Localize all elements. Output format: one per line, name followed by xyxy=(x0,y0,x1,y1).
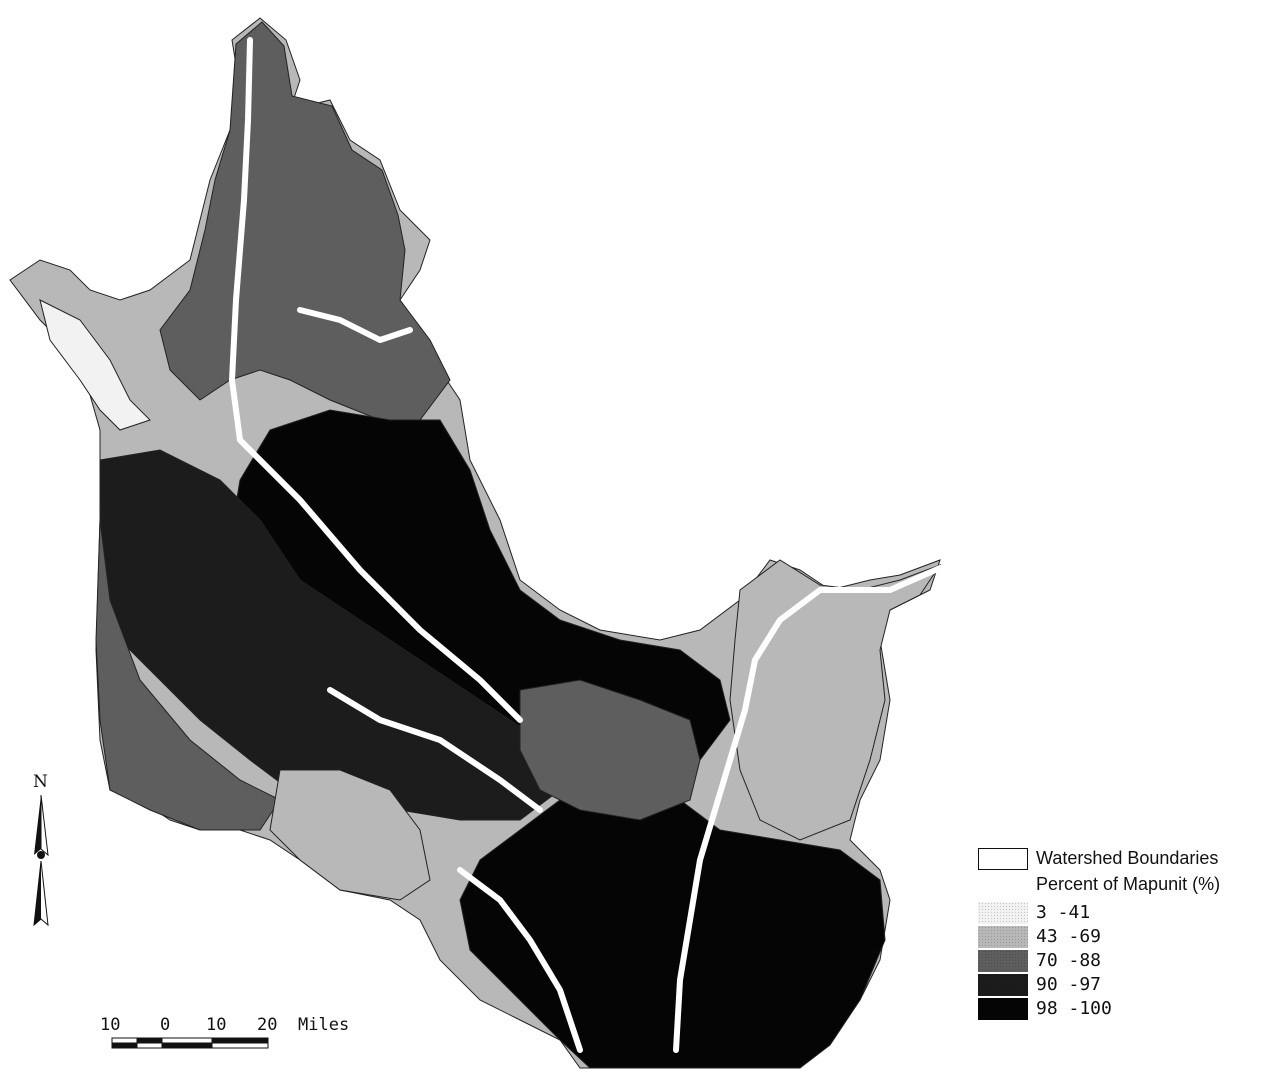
scale-bar xyxy=(111,1037,269,1049)
boundary-swatch xyxy=(978,848,1028,870)
legend-swatch xyxy=(978,950,1028,972)
legend-title: Percent of Mapunit (%) xyxy=(1036,874,1221,894)
river-branch-3 xyxy=(297,307,413,343)
legend-boundary-label: Watershed Boundaries xyxy=(1036,848,1219,868)
north-label: N xyxy=(33,772,48,792)
region-east-grey xyxy=(729,559,942,841)
region-south-grey xyxy=(269,769,431,901)
legend-range-label: 43 -69 xyxy=(1036,926,1102,947)
region-sw-outer xyxy=(95,519,281,831)
legend-range-label: 3 -41 xyxy=(1036,902,1091,923)
scale-tick-label: 10 xyxy=(100,1015,121,1035)
legend-range-label: 90 -97 xyxy=(1036,974,1102,995)
region-nw-light xyxy=(39,299,151,431)
river-branch-1 xyxy=(327,687,543,813)
legend-swatch xyxy=(978,974,1028,996)
legend-swatch xyxy=(978,926,1028,948)
scale-tick-label: 10 xyxy=(206,1015,227,1035)
legend-range-label: 98 -100 xyxy=(1036,998,1112,1019)
scale-tick-label: 20 xyxy=(257,1015,278,1035)
legend: Watershed Boundaries Percent of Mapunit … xyxy=(978,848,1274,1068)
legend-range-label: 70 -88 xyxy=(1036,950,1102,971)
legend-swatch xyxy=(978,998,1028,1020)
north-arrow-icon xyxy=(33,794,49,927)
legend-swatch xyxy=(978,902,1028,924)
region-sw-belt xyxy=(99,449,561,821)
river-branch-2 xyxy=(457,867,583,1053)
river-main xyxy=(229,37,523,723)
scale-unit-label: Miles xyxy=(298,1015,350,1035)
region-e-mid xyxy=(519,679,701,821)
river-east xyxy=(673,565,943,1053)
scale-tick-label: 0 xyxy=(160,1015,171,1035)
region-se-dark xyxy=(459,789,886,1069)
